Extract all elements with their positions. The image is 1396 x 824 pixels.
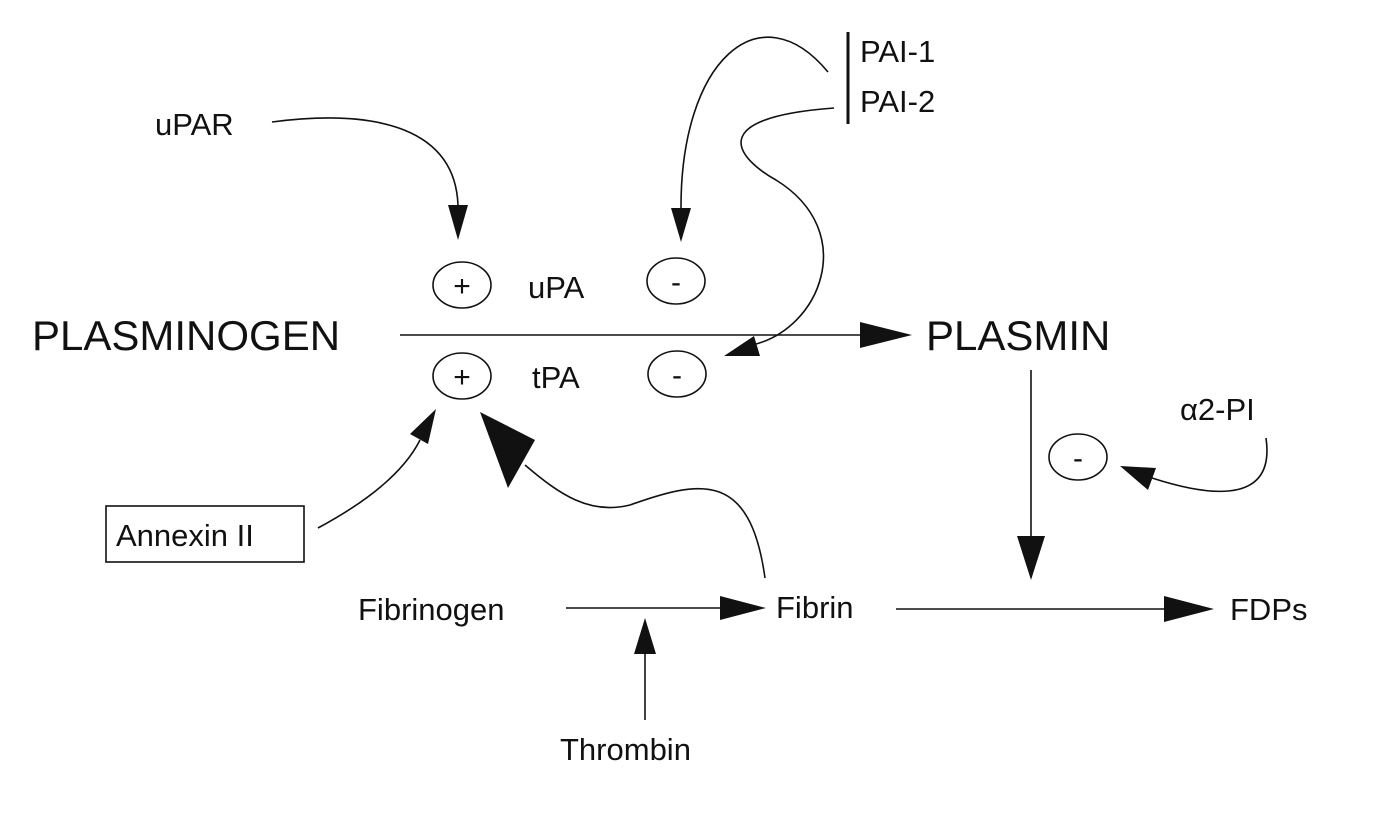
minus-sign-upa: - — [671, 266, 681, 299]
plus-sign-upa: + — [453, 270, 471, 303]
label-fibrinogen: Fibrinogen — [358, 592, 504, 627]
arrowhead-thrombin — [634, 618, 656, 654]
label-annexin: Annexin II — [116, 518, 254, 553]
arrowhead-fibrin — [480, 412, 535, 488]
label-upar: uPAR — [155, 107, 234, 142]
arrowhead-pai1 — [671, 208, 691, 242]
annexin-box — [105, 505, 305, 563]
arrowhead-annexin — [410, 409, 436, 444]
arrowhead-plasmin-down — [1017, 536, 1045, 580]
minus-circle-upa — [646, 257, 706, 305]
label-upa: uPA — [528, 270, 585, 305]
arrow-annexin-to-plus — [317, 439, 421, 529]
minus-circle-tpa — [647, 350, 707, 398]
arrow-pai2-to-tpa-minus — [740, 107, 835, 346]
arrow-upar-to-plus — [271, 117, 459, 206]
minus-sign-a2pi: - — [1073, 442, 1083, 475]
label-tpa: tPA — [532, 360, 580, 395]
arrowhead-fibrin-forward — [720, 596, 766, 620]
plus-circle-upa — [432, 261, 492, 309]
arrow-fibrin-to-plus — [524, 464, 766, 579]
plus-circle-tpa — [432, 352, 492, 400]
minus-sign-tpa: - — [672, 359, 682, 392]
arrowhead-a2pi — [1120, 466, 1156, 490]
arrowhead-plasmin — [860, 322, 912, 348]
plus-sign-tpa: + — [453, 361, 471, 394]
label-fibrin: Fibrin — [776, 590, 854, 625]
label-plasminogen: PLASMINOGEN — [32, 312, 340, 359]
label-plasmin: PLASMIN — [926, 312, 1110, 359]
arrowhead-pai2 — [724, 336, 760, 356]
label-pai2: PAI-2 — [860, 84, 935, 119]
label-a2pi: α2-PI — [1180, 392, 1255, 427]
label-thrombin: Thrombin — [560, 732, 691, 767]
label-fdps: FDPs — [1230, 592, 1308, 627]
arrow-pai1-to-upa-minus — [680, 36, 829, 211]
minus-circle-a2pi — [1048, 433, 1108, 481]
arrowhead-fdps — [1164, 596, 1214, 622]
arrowhead-upar — [448, 205, 468, 240]
arrow-a2pi-to-minus — [1151, 437, 1268, 493]
label-pai1: PAI-1 — [860, 34, 935, 69]
